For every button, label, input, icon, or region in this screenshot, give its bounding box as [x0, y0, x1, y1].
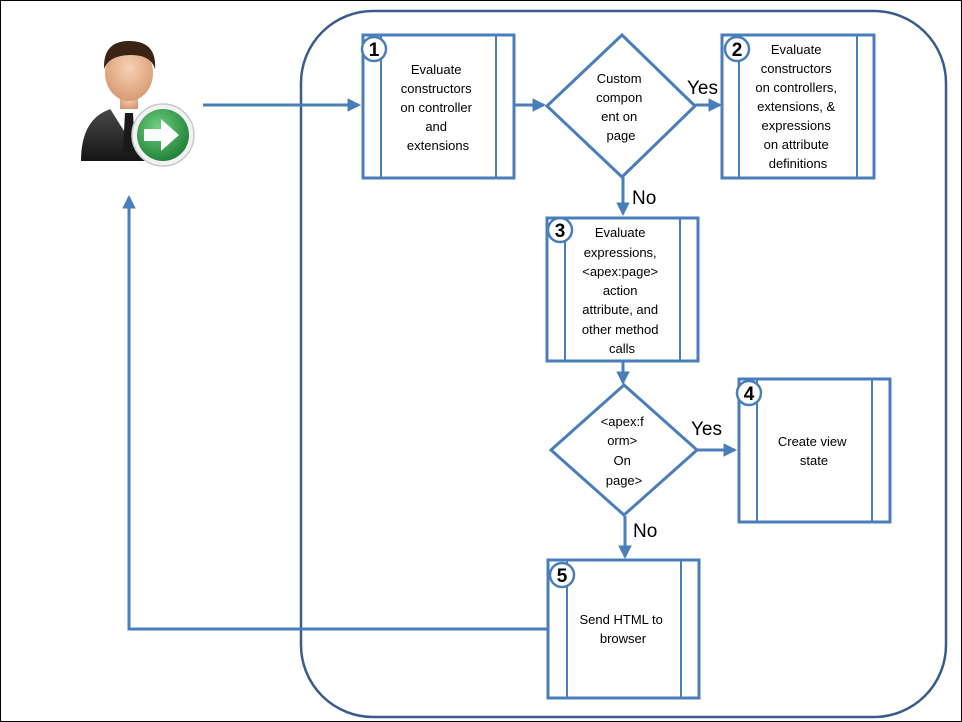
decision-2-line: <apex:f	[601, 414, 644, 429]
step-1-line: on controller	[400, 100, 472, 115]
decision-custom-component: Custom compon ent on page	[544, 32, 698, 180]
edge-step5-to-user	[122, 194, 547, 631]
step-4-number: 4	[744, 384, 755, 405]
decision-apex-form: <apex:f orm> On page>	[548, 382, 700, 518]
label-decision2-yes: Yes	[691, 419, 722, 440]
decision-1-line: ent on	[601, 109, 637, 124]
step-4-line: Create view	[778, 434, 847, 449]
step-5-line: browser	[600, 631, 647, 646]
step-3-line: calls	[609, 341, 636, 356]
process-step-3: 3 Evaluate expressions, <apex:page> acti…	[545, 216, 700, 363]
step-3-text: Evaluate expressions, <apex:page> action…	[582, 225, 662, 356]
step-2-text: Evaluate constructors on controllers, ex…	[755, 42, 840, 171]
step-1-line: and	[425, 119, 447, 134]
step-3-line: Evaluate	[595, 225, 646, 240]
decision-1-line: compon	[596, 90, 642, 105]
step-2-line: expressions	[762, 118, 832, 133]
step-5-text: Send HTML to browser	[580, 612, 667, 646]
label-decision1-yes: Yes	[687, 78, 718, 99]
step-3-number: 3	[555, 221, 566, 242]
step-1-line: extensions	[407, 138, 470, 153]
process-step-1: 1 Evaluate constructors on controller an…	[360, 33, 516, 180]
step-3-line: attribute, and	[582, 302, 658, 317]
decision-2-line: orm>	[607, 433, 637, 448]
step-2-line: Evaluate	[771, 42, 822, 57]
step-5-line: Send HTML to	[580, 612, 663, 627]
step-2-number: 2	[732, 40, 743, 61]
step-5-number: 5	[557, 566, 568, 587]
step-2-line: definitions	[769, 156, 828, 171]
step-1-text: Evaluate constructors on controller and …	[400, 62, 475, 153]
step-2-line: on controllers,	[755, 80, 837, 95]
user-with-go-arrow-icon	[81, 41, 195, 167]
process-step-2: 2 Evaluate constructors on controllers, …	[720, 33, 876, 180]
step-4-line: state	[800, 453, 828, 468]
connectors	[122, 98, 738, 631]
step-2-line: constructors	[761, 61, 832, 76]
decision-2-line: On	[614, 453, 631, 468]
label-decision2-no: No	[633, 521, 657, 542]
step-1-number: 1	[369, 40, 380, 61]
step-4-text: Create view state	[778, 434, 850, 468]
process-step-4: 4 Create view state	[735, 377, 892, 524]
step-3-line: <apex:page>	[582, 264, 658, 279]
step-2-line: extensions, &	[757, 99, 835, 114]
server-boundary	[299, 9, 948, 719]
step-2-line: on attribute	[764, 137, 829, 152]
step-3-line: expressions,	[584, 245, 657, 260]
step-3-line: action	[603, 283, 638, 298]
decision-1-line: page	[607, 128, 636, 143]
process-step-5: 5 Send HTML to browser	[546, 558, 701, 700]
step-1-line: Evaluate	[411, 62, 462, 77]
step-1-line: constructors	[401, 81, 472, 96]
decision-2-line: page>	[606, 473, 643, 488]
decision-1-text: Custom compon ent on page	[596, 71, 646, 143]
step-3-line: other method	[582, 322, 659, 337]
label-decision1-no: No	[632, 188, 656, 209]
decision-2-text: <apex:f orm> On page>	[601, 414, 648, 488]
decision-1-line: Custom	[597, 71, 642, 86]
